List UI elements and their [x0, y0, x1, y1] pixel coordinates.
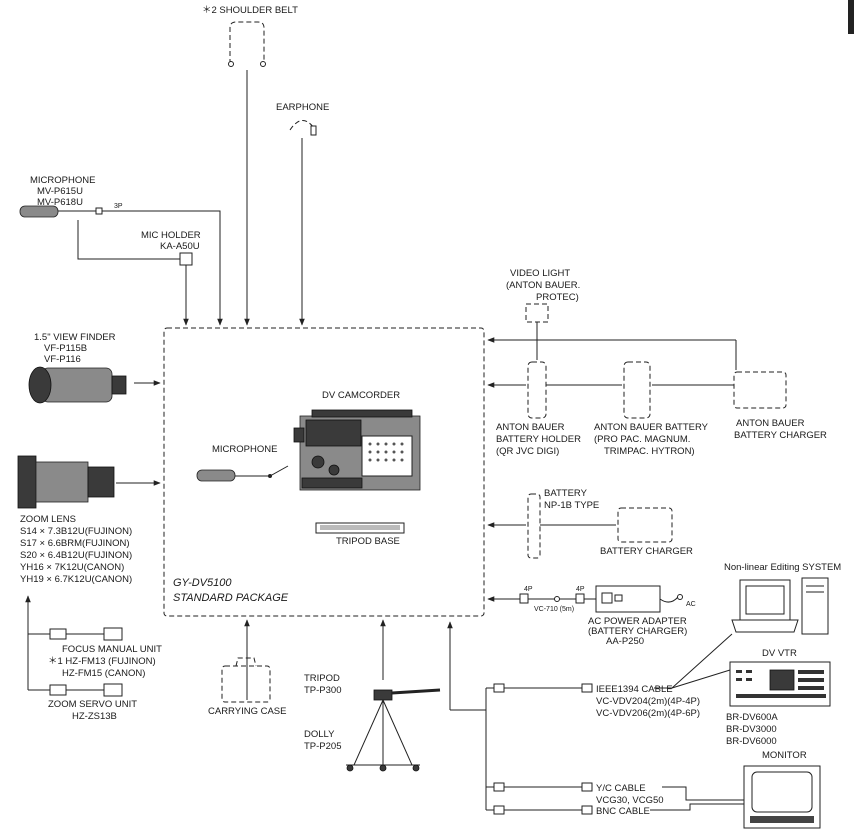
svg-text:BR-DV3000: BR-DV3000: [726, 724, 777, 735]
svg-text:NP-1B TYPE: NP-1B TYPE: [544, 500, 599, 511]
svg-text:ZOOM LENS: ZOOM LENS: [20, 514, 76, 525]
svg-text:VC-VDV204(2m)(4P-4P): VC-VDV204(2m)(4P-4P): [596, 696, 700, 707]
svg-text:S17 × 6.6BRM(FUJINON): S17 × 6.6BRM(FUJINON): [20, 538, 130, 549]
battery-charger: BATTERY CHARGER: [600, 508, 693, 557]
anton-bauer-battery: ANTON BAUER BATTERY (PRO PAC. MAGNUM. TR…: [594, 362, 734, 457]
svg-text:AA-P250: AA-P250: [606, 636, 644, 647]
video-output-lines: [450, 622, 486, 810]
mic-holder: MIC HOLDER KA-A50U: [78, 220, 201, 325]
carrying-case: CARRYING CASE: [208, 620, 286, 717]
svg-text:BATTERY HOLDER: BATTERY HOLDER: [496, 434, 581, 445]
ac-adapter: 4P 4P VC-710 (5m) AC AC POWER ADAPTER (B…: [488, 586, 696, 647]
svg-text:BR-DV6000: BR-DV6000: [726, 736, 777, 747]
svg-text:TRIPOD: TRIPOD: [304, 673, 340, 684]
svg-text:VC-710 (5m): VC-710 (5m): [534, 606, 574, 613]
svg-text:BR-DV600A: BR-DV600A: [726, 712, 778, 723]
svg-text:AC: AC: [686, 601, 696, 608]
nle-system: Non-linear Editing SYSTEM: [724, 562, 841, 634]
svg-text:YH19 × 6.7K12U(CANON): YH19 × 6.7K12U(CANON): [20, 574, 132, 585]
svg-text:KA-A50U: KA-A50U: [160, 241, 200, 252]
yc-cable: Y/C CABLE VCG30, VCG50: [486, 783, 744, 806]
monitor: MONITOR: [744, 750, 820, 828]
svg-text:TRIMPAC. HYTRON): TRIMPAC. HYTRON): [604, 446, 695, 457]
svg-text:VIDEO LIGHT: VIDEO LIGHT: [510, 268, 570, 279]
tripod-base: TRIPOD BASE: [316, 523, 404, 547]
svg-text:TP-P205: TP-P205: [304, 741, 342, 752]
shoulder-belt: ＊2 SHOULDER BELT: [202, 5, 298, 325]
package-label: STANDARD PACKAGE: [173, 592, 289, 604]
svg-text:VF-P116: VF-P116: [44, 354, 81, 365]
svg-text:DOLLY: DOLLY: [304, 729, 335, 740]
tripod-dolly: TRIPOD TP-P300 DOLLY TP-P205: [304, 620, 440, 771]
svg-text:(ANTON BAUER.: (ANTON BAUER.: [506, 280, 580, 291]
svg-text:ANTON BAUER BATTERY: ANTON BAUER BATTERY: [594, 422, 709, 433]
earphone: EARPHONE: [276, 102, 329, 325]
zoom-lens: ZOOM LENS S14 × 7.3B12U(FUJINON) S17 × 6…: [18, 456, 160, 585]
svg-text:MIC HOLDER: MIC HOLDER: [141, 230, 201, 241]
svg-text:ANTON BAUER: ANTON BAUER: [496, 422, 565, 433]
svg-text:BATTERY CHARGER: BATTERY CHARGER: [734, 430, 827, 441]
svg-text:BATTERY CHARGER: BATTERY CHARGER: [600, 546, 693, 557]
svg-text:4P: 4P: [524, 586, 533, 593]
anton-bauer-charger: ANTON BAUER BATTERY CHARGER: [734, 372, 827, 441]
battery-np1b: BATTERY NP-1B TYPE: [488, 488, 616, 558]
svg-text:VCG30, VCG50: VCG30, VCG50: [596, 795, 664, 806]
svg-text:MV-P615U: MV-P615U: [37, 186, 83, 197]
svg-text:(QR JVC DIGI): (QR JVC DIGI): [496, 446, 559, 457]
svg-text:YH16 × 7K12U(CANON): YH16 × 7K12U(CANON): [20, 562, 124, 573]
earphone-label: EARPHONE: [276, 102, 329, 113]
video-light: VIDEO LIGHT (ANTON BAUER. PROTEC): [506, 268, 580, 360]
standard-microphone: MICROPHONE: [197, 444, 288, 481]
svg-text:Non-linear Editing SYSTEM: Non-linear Editing SYSTEM: [724, 562, 841, 573]
tripod-base-label: TRIPOD BASE: [336, 536, 400, 547]
svg-text:TP-P300: TP-P300: [304, 685, 342, 696]
svg-text:VF-P115B: VF-P115B: [44, 343, 87, 354]
svg-text:S20 × 6.4B12U(FUJINON): S20 × 6.4B12U(FUJINON): [20, 550, 132, 561]
bnc-cable: BNC CABLE: [486, 804, 744, 817]
dv-camcorder: DV CAMCORDER: [294, 390, 420, 490]
svg-text:HZ-FM15 (CANON): HZ-FM15 (CANON): [62, 668, 145, 679]
svg-text:S14 × 7.3B12U(FUJINON): S14 × 7.3B12U(FUJINON): [20, 526, 132, 537]
lens-accessories: FOCUS MANUAL UNIT ＊1 HZ-FM13 (FUJINON) H…: [28, 596, 162, 722]
svg-text:FOCUS MANUAL UNIT: FOCUS MANUAL UNIT: [62, 644, 162, 655]
svg-text:(PRO PAC. MAGNUM.: (PRO PAC. MAGNUM.: [594, 434, 690, 445]
svg-text:VC-VDV206(2m)(4P-6P): VC-VDV206(2m)(4P-6P): [596, 708, 700, 719]
shoulder-belt-label: ＊2 SHOULDER BELT: [202, 5, 298, 16]
camcorder-label: DV CAMCORDER: [322, 390, 400, 401]
svg-text:MICROPHONE: MICROPHONE: [30, 175, 95, 186]
svg-text:MONITOR: MONITOR: [762, 750, 807, 761]
svg-text:BNC CABLE: BNC CABLE: [596, 806, 650, 817]
svg-text:PROTEC): PROTEC): [536, 292, 579, 303]
page-edge-tab: [848, 0, 854, 34]
package-model: GY-DV5100: [173, 577, 232, 589]
svg-text:＊1 HZ-FM13 (FUJINON): ＊1 HZ-FM13 (FUJINON): [48, 656, 156, 667]
svg-text:CARRYING CASE: CARRYING CASE: [208, 706, 286, 717]
svg-text:DV VTR: DV VTR: [762, 648, 797, 659]
viewfinder: 1.5" VIEW FINDER VF-P115B VF-P116: [29, 332, 160, 403]
svg-text:BATTERY: BATTERY: [544, 488, 588, 499]
dv-vtr: DV VTR BR-DV600A BR-DV3000 BR-DV6000: [726, 648, 830, 747]
svg-text:Y/C CABLE: Y/C CABLE: [596, 783, 646, 794]
svg-text:3P: 3P: [114, 203, 123, 210]
svg-text:ZOOM SERVO UNIT: ZOOM SERVO UNIT: [48, 699, 137, 710]
svg-text:4P: 4P: [576, 586, 585, 593]
std-mic-label: MICROPHONE: [212, 444, 277, 455]
svg-text:IEEE1394 CABLE: IEEE1394 CABLE: [596, 684, 673, 695]
svg-text:ANTON BAUER: ANTON BAUER: [736, 418, 805, 429]
svg-text:HZ-ZS13B: HZ-ZS13B: [72, 711, 117, 722]
svg-text:1.5" VIEW FINDER: 1.5" VIEW FINDER: [34, 332, 116, 343]
